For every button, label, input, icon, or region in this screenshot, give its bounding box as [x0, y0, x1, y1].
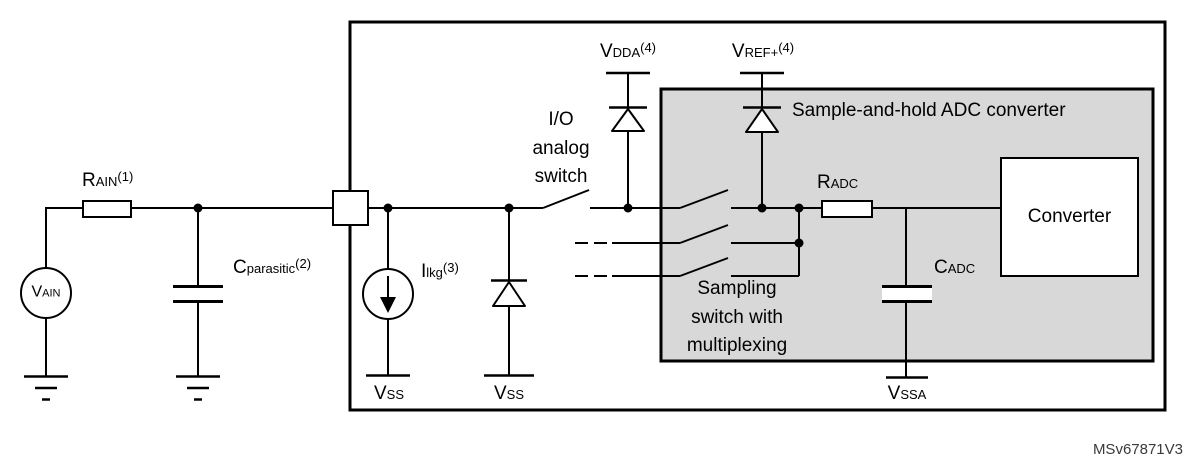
- cadc-capacitor: [882, 208, 932, 379]
- mux-channel-wires: [575, 208, 800, 277]
- vss-label-right: VSS: [493, 383, 525, 404]
- vain-label: VAIN: [31, 283, 61, 301]
- vdda-protection-diode: [606, 71, 650, 208]
- converter-box: [1000, 157, 1139, 277]
- rain-label: RAIN(1): [82, 168, 134, 192]
- vref-label: VREF+(4): [731, 39, 795, 63]
- vref-protection-diode: [740, 71, 784, 208]
- figure-reference-code: MSv67871V3: [1092, 441, 1183, 458]
- radc-resistor: [821, 200, 873, 218]
- vdda-label: VDDA(4): [599, 39, 657, 63]
- vss-protection-diode: [484, 208, 534, 377]
- vain-source: [20, 207, 83, 376]
- cparasitic-capacitor: [173, 208, 223, 376]
- junction-dots: [193, 203, 804, 248]
- radc-label: RADC: [817, 172, 859, 193]
- ilkg-current-source: [362, 208, 414, 377]
- io-pin-pad: [332, 190, 369, 226]
- adc-block-title: Sample-and-hold ADC converter: [792, 100, 1066, 121]
- sampling-switch-levers: [679, 189, 729, 277]
- cadc-label: CADC: [934, 257, 976, 278]
- sampling-switch-label: Sampling switch with multiplexing: [686, 278, 788, 356]
- ilkg-label: Ilkg(3): [421, 259, 459, 283]
- io-analog-switch: [542, 189, 590, 209]
- vssa-label: VSSA: [887, 383, 927, 404]
- ground-symbol-cparasitic: [176, 375, 220, 401]
- rain-resistor: [82, 200, 333, 218]
- converter-label: Converter: [1027, 206, 1112, 227]
- io-analog-switch-label: I/O analog switch: [532, 109, 590, 187]
- ground-symbol-vain: [24, 375, 68, 401]
- vss-label-left: VSS: [373, 383, 405, 404]
- cparasitic-label: Cparasitic(2): [233, 255, 312, 279]
